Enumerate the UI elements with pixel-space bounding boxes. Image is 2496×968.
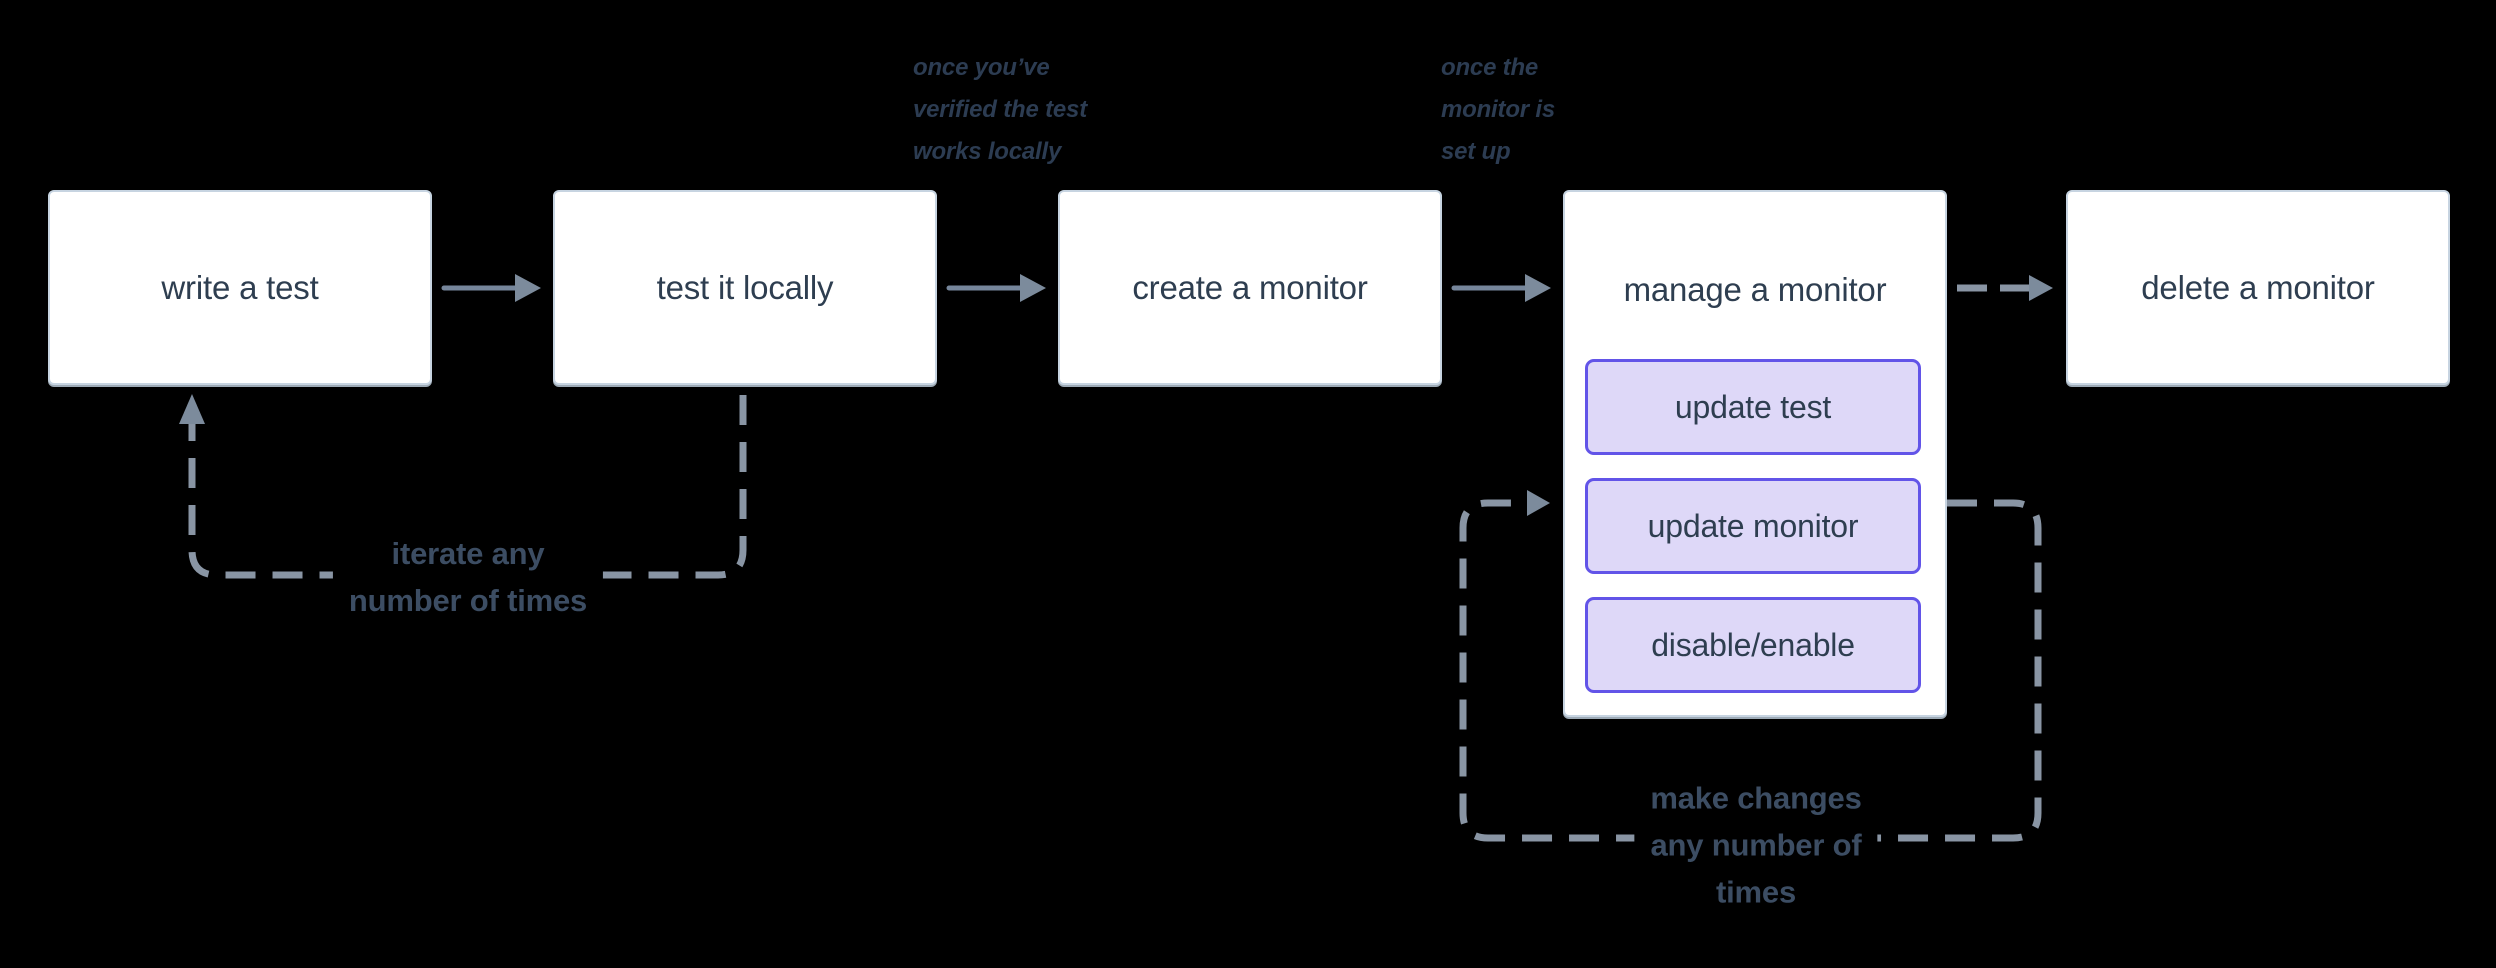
node-manage-a-monitor: manage a monitor update test update moni… <box>1563 190 1947 717</box>
arrow-manage-to-delete-dashed <box>1957 275 2053 301</box>
node-create-a-monitor: create a monitor <box>1058 190 1442 385</box>
node-test-it-locally: test it locally <box>553 190 937 385</box>
button-update-monitor-label: update monitor <box>1647 507 1859 544</box>
button-update-monitor: update monitor <box>1585 478 1921 574</box>
node-delete-a-monitor: delete a monitor <box>2066 190 2450 385</box>
node-test-it-locally-label: test it locally <box>656 268 834 306</box>
annotation-once-setup: once the monitor is set up <box>1441 54 1556 165</box>
button-disable-enable: disable/enable <box>1585 597 1921 693</box>
node-write-a-test-label: write a test <box>161 268 319 306</box>
node-create-a-monitor-label: create a monitor <box>1132 268 1368 306</box>
button-update-test-label: update test <box>1674 388 1832 425</box>
make-changes-loop-path <box>1459 490 2042 842</box>
button-update-test: update test <box>1585 359 1921 455</box>
iterate-loop-label: iterate any number of times <box>332 528 604 626</box>
make-changes-loop-label: make changes any number of times <box>1634 772 1878 918</box>
button-disable-enable-label: disable/enable <box>1651 626 1855 663</box>
node-manage-a-monitor-label: manage a monitor <box>1623 270 1887 308</box>
node-delete-a-monitor-label: delete a monitor <box>2141 268 2375 306</box>
arrow-write-to-test <box>441 274 541 302</box>
arrow-create-to-manage <box>1451 274 1551 302</box>
annotation-once-verified: once you’ve verified the test works loca… <box>913 54 1087 165</box>
node-write-a-test: write a test <box>48 190 432 385</box>
arrow-test-to-create <box>946 274 1046 302</box>
